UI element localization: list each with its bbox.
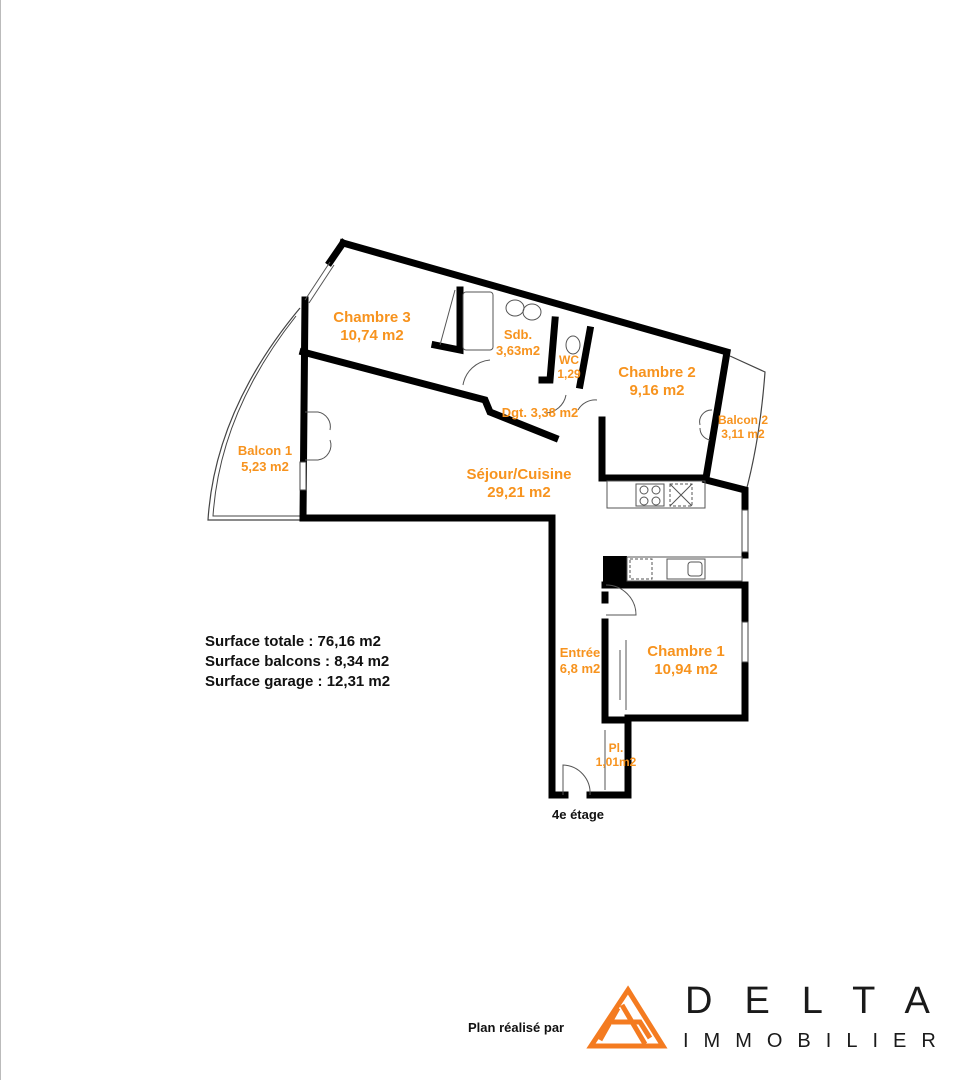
room-name: Chambre 2 (618, 364, 696, 381)
room-name: Chambre 1 (647, 643, 725, 660)
credit-text: Plan réalisé par (468, 1020, 565, 1035)
balcony-2-outline (729, 355, 766, 496)
room-area: 10,74 m2 (340, 327, 404, 344)
room-name: Entrée (559, 645, 601, 660)
room-name: Dgt. 3,38 m2 (501, 405, 579, 420)
room-area: 9,16 m2 (629, 382, 685, 399)
surface-total: Surface totale : 76,16 m2 (205, 633, 381, 650)
room-area: 3,11 m2 (721, 427, 765, 442)
balcony-1-inner-outline (212, 315, 300, 517)
surface-summary: Surface totale : 76,16 m2 Surface balcon… (205, 632, 390, 692)
room-sdb: Sdb.3,63m2 (496, 327, 540, 358)
delta-logo-icon (586, 985, 668, 1049)
room-name: Pl. (608, 741, 624, 755)
room-name: Balcon 1 (237, 443, 293, 458)
room-area: 6,8 m2 (559, 660, 601, 676)
wall-block (603, 556, 627, 584)
brand-name: DELTA (685, 980, 962, 1022)
page-edge (0, 0, 1, 1080)
room-area: 1,29 (557, 367, 581, 382)
room-name: WC (558, 353, 579, 367)
balcony-1-outline (207, 307, 301, 521)
room-area: 1,01m2 (595, 755, 637, 770)
walls (298, 238, 749, 799)
windows (299, 461, 749, 663)
surface-garage: Surface garage : 12,31 m2 (205, 673, 391, 690)
room-area: 5,23 m2 (241, 458, 289, 474)
room-dgt: Dgt. 3,38 m2 (502, 405, 579, 421)
floor-label: 4e étage (552, 807, 605, 822)
room-name: Chambre 3 (333, 309, 411, 326)
room-name: Sdb. (503, 327, 533, 342)
room-area: 29,21 m2 (487, 484, 551, 501)
room-name: Séjour/Cuisine (466, 466, 572, 483)
room-area: 3,63m2 (495, 342, 541, 358)
brand-subtitle: IMMOBILIER (683, 1030, 951, 1052)
room-placard: Pl.1,01m2 (596, 741, 637, 770)
surface-balcons: Surface balcons : 8,34 m2 (205, 653, 390, 670)
room-area: 10,94 m2 (654, 661, 718, 678)
room-name: Balcon 2 (717, 413, 769, 427)
kitchen-fixtures (304, 261, 743, 796)
